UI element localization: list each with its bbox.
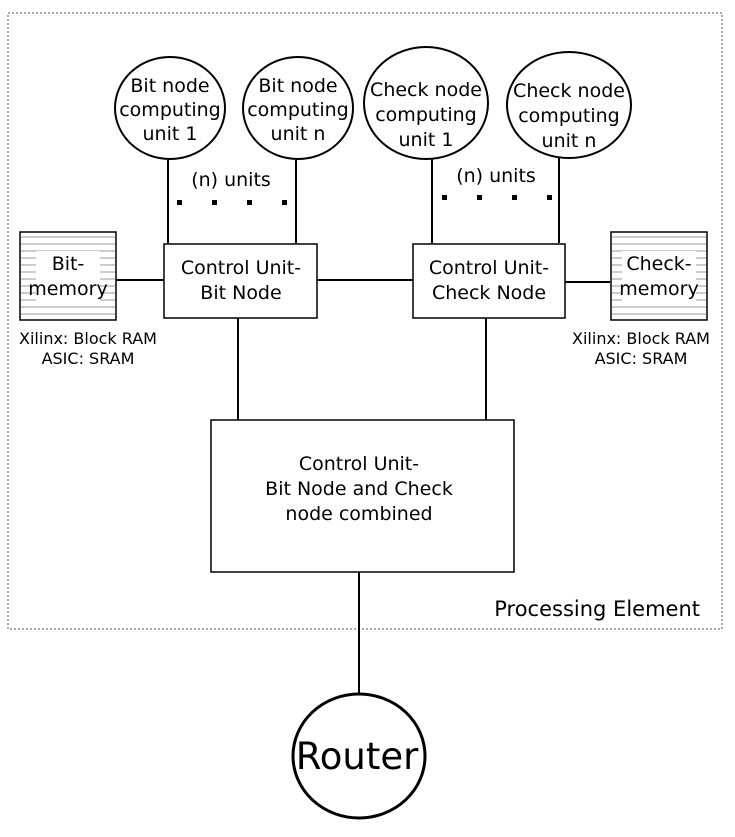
check-node-unit-n: Check node computing unit n — [506, 51, 632, 159]
svg-text:Bit-: Bit- — [52, 253, 85, 275]
svg-text:Check node: Check node — [513, 80, 625, 102]
processing-element-boundary — [7, 12, 723, 630]
svg-text:Bit node: Bit node — [258, 75, 337, 97]
bit-node-unit-1: Bit node computing unit 1 — [114, 56, 226, 160]
control-unit-check-node: Control Unit- Check Node — [412, 243, 566, 319]
svg-text:Control Unit-: Control Unit- — [299, 453, 419, 475]
control-unit-bit-node: Control Unit- Bit Node — [163, 243, 318, 319]
svg-text:computing: computing — [518, 105, 620, 127]
svg-text:Bit Node: Bit Node — [200, 282, 281, 304]
connectors — [116, 158, 610, 694]
svg-text:Bit node: Bit node — [130, 75, 209, 97]
check-memory-note-asic: ASIC: SRAM — [595, 349, 688, 368]
check-units-count-label: (n) units — [456, 165, 536, 187]
svg-text:Control Unit-: Control Unit- — [181, 257, 301, 279]
svg-text:Check node: Check node — [370, 79, 482, 101]
check-units-ellipsis — [442, 195, 552, 200]
svg-text:memory: memory — [28, 278, 107, 300]
bit-memory-note-xilinx: Xilinx: Block RAM — [19, 329, 157, 348]
svg-text:Bit Node and Check: Bit Node and Check — [265, 478, 453, 500]
svg-text:Check Node: Check Node — [432, 282, 546, 304]
svg-text:computing: computing — [119, 99, 221, 121]
check-memory-note-xilinx: Xilinx: Block RAM — [572, 329, 710, 348]
bit-units-ellipsis — [177, 200, 287, 205]
check-memory: Check- memory — [610, 231, 708, 321]
svg-text:unit n: unit n — [542, 130, 597, 152]
svg-text:Check-: Check- — [626, 253, 691, 275]
svg-text:computing: computing — [375, 104, 477, 126]
bit-node-unit-n: Bit node computing unit n — [242, 56, 354, 160]
svg-text:computing: computing — [247, 99, 349, 121]
bit-memory-note-asic: ASIC: SRAM — [42, 349, 135, 368]
svg-text:unit 1: unit 1 — [399, 129, 454, 151]
svg-text:Control Unit-: Control Unit- — [429, 257, 549, 279]
check-node-unit-1: Check node computing unit 1 — [363, 46, 489, 160]
processing-element-label: Processing Element — [494, 597, 700, 621]
bit-memory: Bit- memory — [19, 231, 117, 321]
svg-text:node combined: node combined — [285, 503, 432, 525]
svg-text:unit n: unit n — [271, 123, 326, 145]
router-label: Router — [296, 735, 419, 778]
bit-units-count-label: (n) units — [191, 169, 271, 191]
svg-text:unit 1: unit 1 — [143, 123, 198, 145]
router-node: Router — [291, 692, 427, 820]
control-unit-combined: Control Unit- Bit Node and Check node co… — [210, 419, 515, 573]
svg-text:memory: memory — [619, 278, 698, 300]
